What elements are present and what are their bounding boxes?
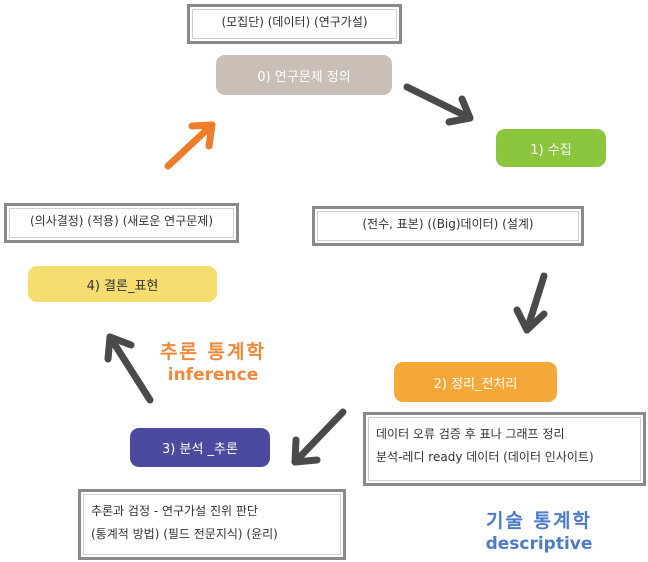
step-preprocessing[interactable]: 2) 정리_전처리: [394, 362, 557, 402]
inference-title-en: inference: [167, 365, 259, 385]
step-analysis[interactable]: 3) 분석 _추론: [130, 428, 270, 467]
preprocessing-note-line-1: 데이터 오류 검증 후 표나 그래프 정리: [376, 427, 565, 441]
collection-note: (전수, 표본) ((Big)데이터) (설계): [312, 206, 584, 246]
step-0-label: 0) 연구문제 정의: [257, 69, 351, 85]
inference-title-ko: 추론 통계학: [159, 341, 266, 363]
collection-note-text: (전수, 표본) ((Big)데이터) (설계): [362, 217, 534, 231]
conclusion-note: (의사결정) (적용) (새로운 연구문제): [4, 203, 239, 243]
analysis-note-line-2: (통계적 방법) (필드 전문지식) (윤리): [91, 527, 278, 541]
conclusion-note-text: (의사결정) (적용) (새로운 연구문제): [29, 214, 214, 228]
population-data-hypothesis-note: (모집단) (데이터) (연구가설): [187, 4, 402, 44]
inference-caption: 추론 통계학 inference: [138, 340, 288, 386]
step-4-label: 4) 결론_표현: [86, 278, 159, 294]
analysis-note-line-1: 추론과 검정 - 연구가설 진위 판단: [91, 504, 258, 518]
descriptive-title-en: descriptive: [485, 534, 593, 554]
preprocessing-note-line-2: 분석-레디 ready 데이터 (데이터 인사이트): [376, 450, 594, 464]
step-3-label: 3) 분석 _추론: [162, 442, 238, 457]
descriptive-title-ko: 기술 통계학: [485, 510, 592, 532]
top-note-text: (모집단) (데이터) (연구가설): [221, 15, 368, 29]
step-2-label: 2) 정리_전처리: [433, 376, 518, 392]
descriptive-caption: 기술 통계학 descriptive: [464, 509, 614, 555]
preprocessing-note: 데이터 오류 검증 후 표나 그래프 정리 분석-레디 ready 데이터 (데…: [363, 412, 646, 486]
step-research-question[interactable]: 0) 연구문제 정의: [216, 55, 392, 95]
step-collection[interactable]: 1) 수집: [496, 129, 606, 167]
step-1-label: 1) 수집: [530, 142, 572, 158]
step-conclusion[interactable]: 4) 결론_표현: [28, 266, 217, 302]
analysis-note: 추론과 검정 - 연구가설 진위 판단 (통계적 방법) (필드 전문지식) (…: [78, 489, 346, 560]
